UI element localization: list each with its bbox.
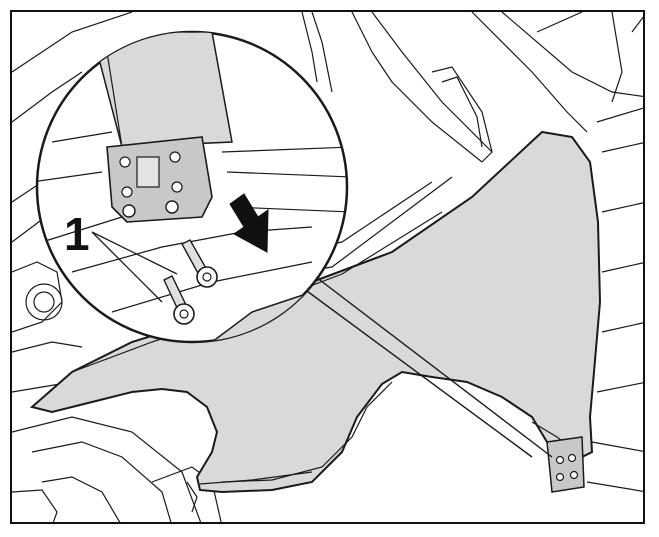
rear-mounting-bracket (546, 436, 585, 493)
screw (181, 239, 218, 288)
detail-magnifier-circle (35, 30, 349, 344)
screw (163, 275, 195, 325)
fender-panel (29, 130, 602, 494)
callout-number: 1 (64, 208, 90, 260)
fender-removal-diagram: 1 (12, 12, 643, 522)
diagram-frame: 1 (10, 10, 645, 524)
magnifier-leader-lines (287, 273, 553, 458)
mounting-bracket (106, 136, 213, 223)
direction-arrow (229, 193, 269, 253)
callout-leader-lines (91, 231, 178, 303)
background-body-linework (12, 12, 643, 522)
